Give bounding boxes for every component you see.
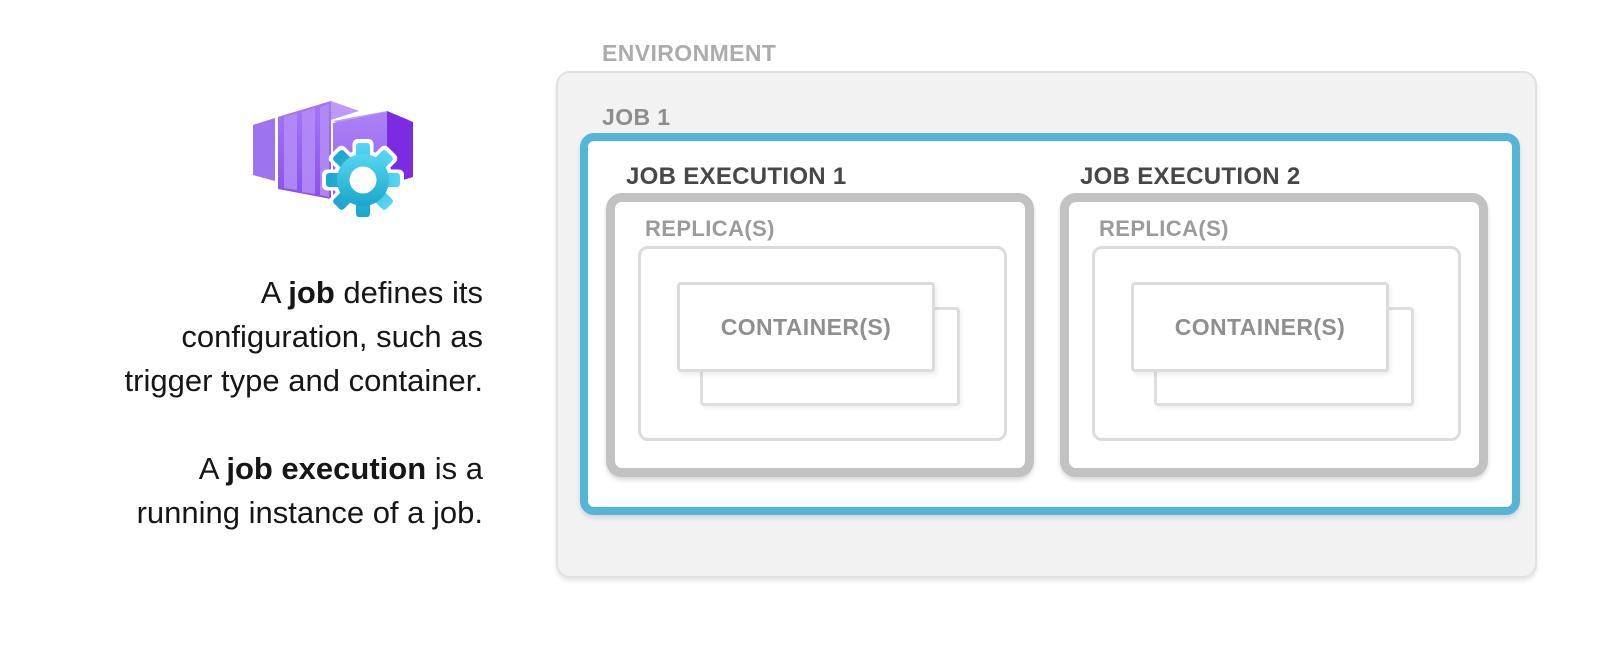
job-execution-2: JOB EXECUTION 2 REPLICA(S) CONTAINER(S) <box>1060 163 1488 477</box>
job-box: JOB EXECUTION 1 REPLICA(S) CONTAINER(S) … <box>580 133 1520 515</box>
job-execution-2-label: JOB EXECUTION 2 <box>1080 163 1301 190</box>
gear-icon <box>322 139 404 221</box>
replica-label: REPLICA(S) <box>1099 216 1229 241</box>
container-front-box: CONTAINER(S) <box>1131 282 1389 372</box>
job-execution-2-box: REPLICA(S) CONTAINER(S) <box>1060 193 1488 477</box>
description-text: A job defines its configuration, such as… <box>58 271 483 535</box>
paragraph1-line3: trigger type and container. <box>124 363 483 398</box>
job-execution-1-label: JOB EXECUTION 1 <box>626 163 847 190</box>
environment-box: JOB 1 JOB EXECUTION 1 REPLICA(S) CONTAIN… <box>556 71 1537 578</box>
replica-label: REPLICA(S) <box>645 216 775 241</box>
replica-box: CONTAINER(S) <box>638 246 1007 441</box>
paragraph1-line1: A job defines its <box>260 275 483 310</box>
icon-left-slab <box>253 118 275 181</box>
paragraph-gap <box>58 403 483 447</box>
container-label: CONTAINER(S) <box>720 313 892 340</box>
paragraph2-line2: running instance of a job. <box>136 495 483 530</box>
job-bold-term: job <box>288 275 335 310</box>
container-label: CONTAINER(S) <box>1174 313 1346 340</box>
job-execution-1-box: REPLICA(S) CONTAINER(S) <box>606 193 1034 477</box>
environment-label: ENVIRONMENT <box>602 40 777 66</box>
job-execution-bold-term: job execution <box>226 451 427 486</box>
paragraph2-line1: A job execution is a <box>198 451 483 486</box>
job-execution-1: JOB EXECUTION 1 REPLICA(S) CONTAINER(S) <box>606 163 1034 477</box>
paragraph1-line2: configuration, such as <box>181 319 483 354</box>
container-apps-job-icon <box>253 101 413 221</box>
job-label: JOB 1 <box>602 104 671 130</box>
replica-box: CONTAINER(S) <box>1092 246 1461 441</box>
container-front-box: CONTAINER(S) <box>677 282 935 372</box>
